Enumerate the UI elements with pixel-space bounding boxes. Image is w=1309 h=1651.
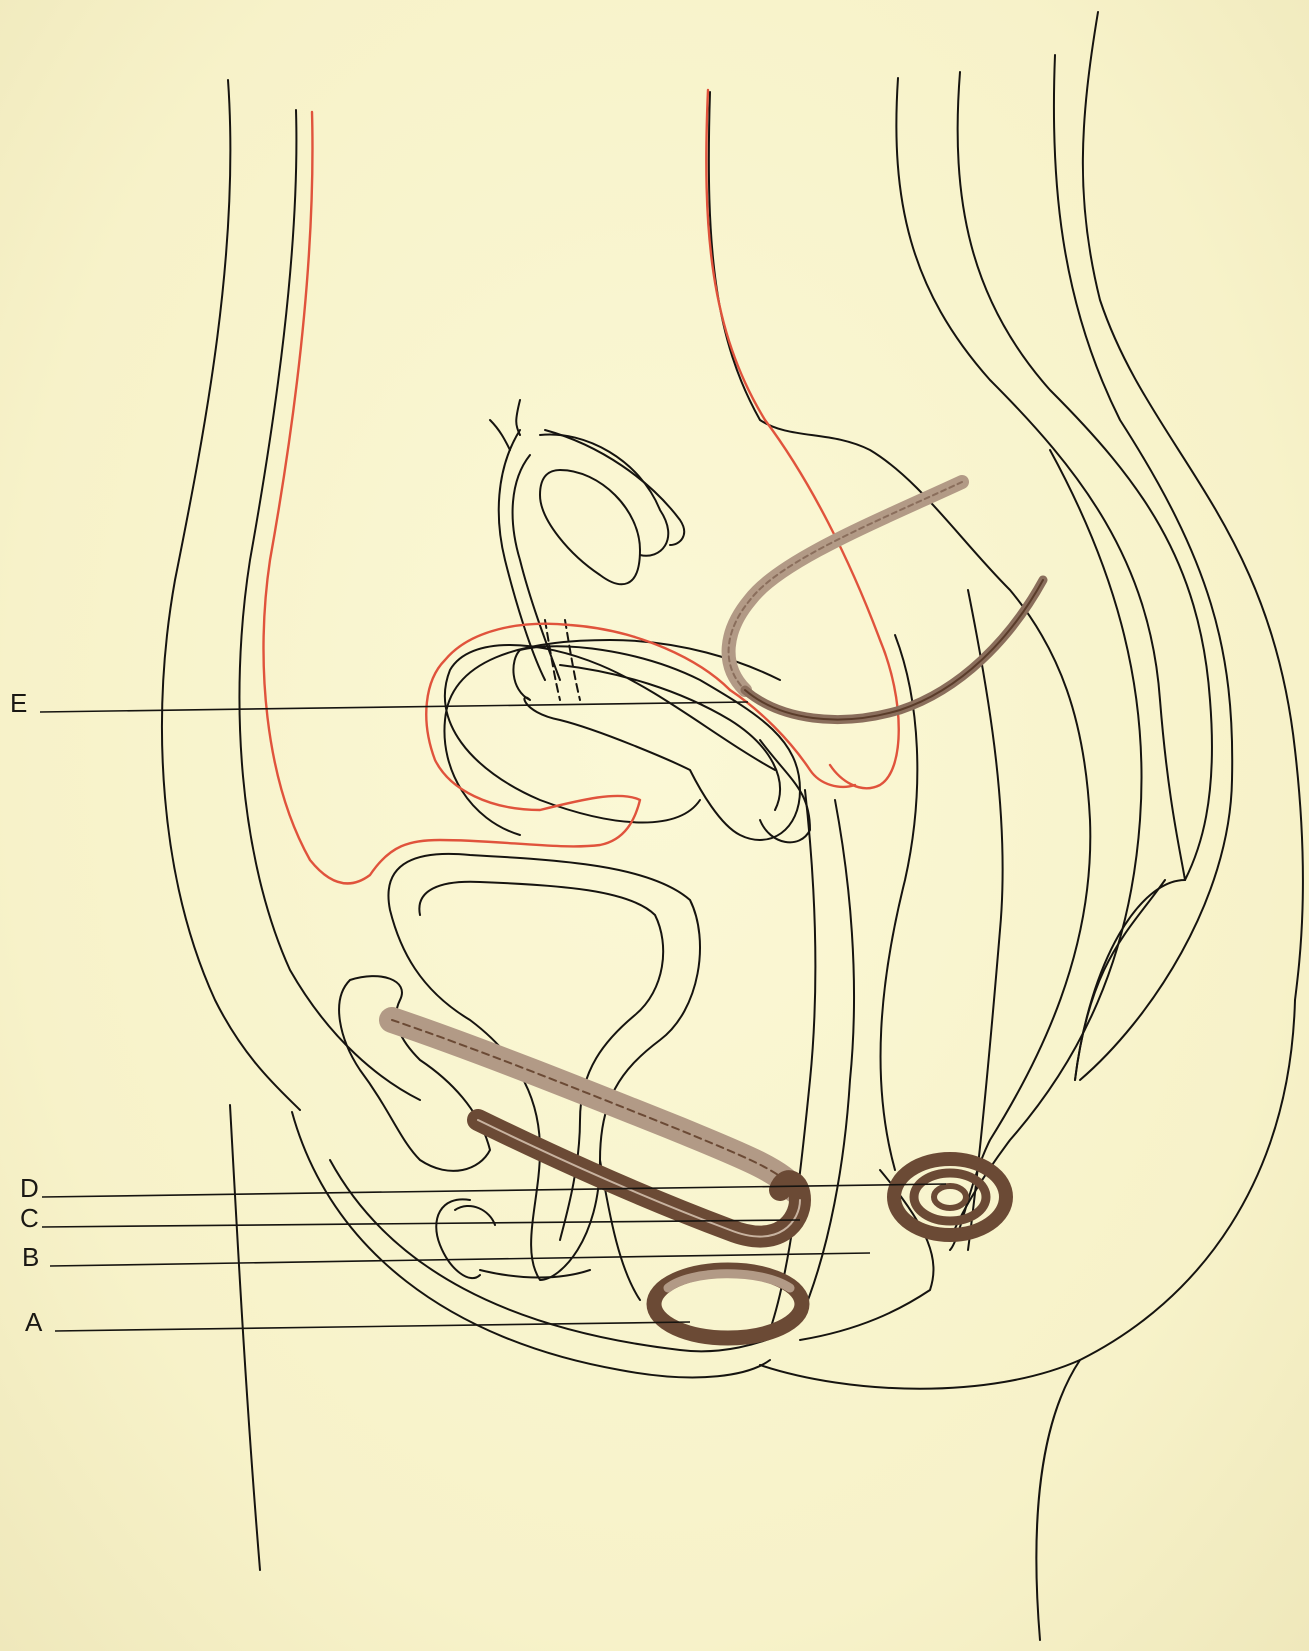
label-d: D bbox=[20, 1173, 39, 1203]
clitoris-hood bbox=[436, 1199, 495, 1278]
track-c-dark bbox=[478, 1120, 800, 1237]
vagina-anterior-wall bbox=[770, 790, 815, 1330]
track-e-dark-core bbox=[745, 580, 1043, 720]
track-e-light-dash bbox=[729, 482, 962, 690]
label-a: A bbox=[25, 1307, 43, 1337]
rectum-wall-1 bbox=[709, 92, 1090, 1250]
label-e: E bbox=[10, 688, 27, 718]
tube-dashed bbox=[545, 620, 580, 700]
abdominal-wall-inner bbox=[239, 110, 420, 1100]
coccyx-line bbox=[950, 450, 1142, 1240]
coil-rectum-inner bbox=[934, 1186, 966, 1208]
sacrum-line-3 bbox=[1075, 880, 1165, 1080]
track-e-dark bbox=[745, 580, 1043, 720]
leader-e bbox=[40, 702, 748, 712]
ovary-outline bbox=[540, 470, 640, 584]
infundibulum-top bbox=[516, 400, 684, 545]
thigh-front bbox=[230, 1105, 260, 1570]
ring-a-light bbox=[668, 1274, 790, 1288]
abdominal-wall-outer bbox=[162, 80, 300, 1110]
label-c: C bbox=[20, 1203, 39, 1233]
vagina-posterior-wall bbox=[800, 800, 854, 1320]
thigh-back bbox=[1036, 1360, 1080, 1640]
ligament-top bbox=[490, 420, 510, 450]
label-b: B bbox=[22, 1242, 39, 1272]
back-outline-1 bbox=[1083, 12, 1303, 1000]
uterus-outline bbox=[513, 646, 800, 840]
leader-a bbox=[55, 1322, 690, 1331]
pubic-symphysis bbox=[339, 976, 490, 1171]
